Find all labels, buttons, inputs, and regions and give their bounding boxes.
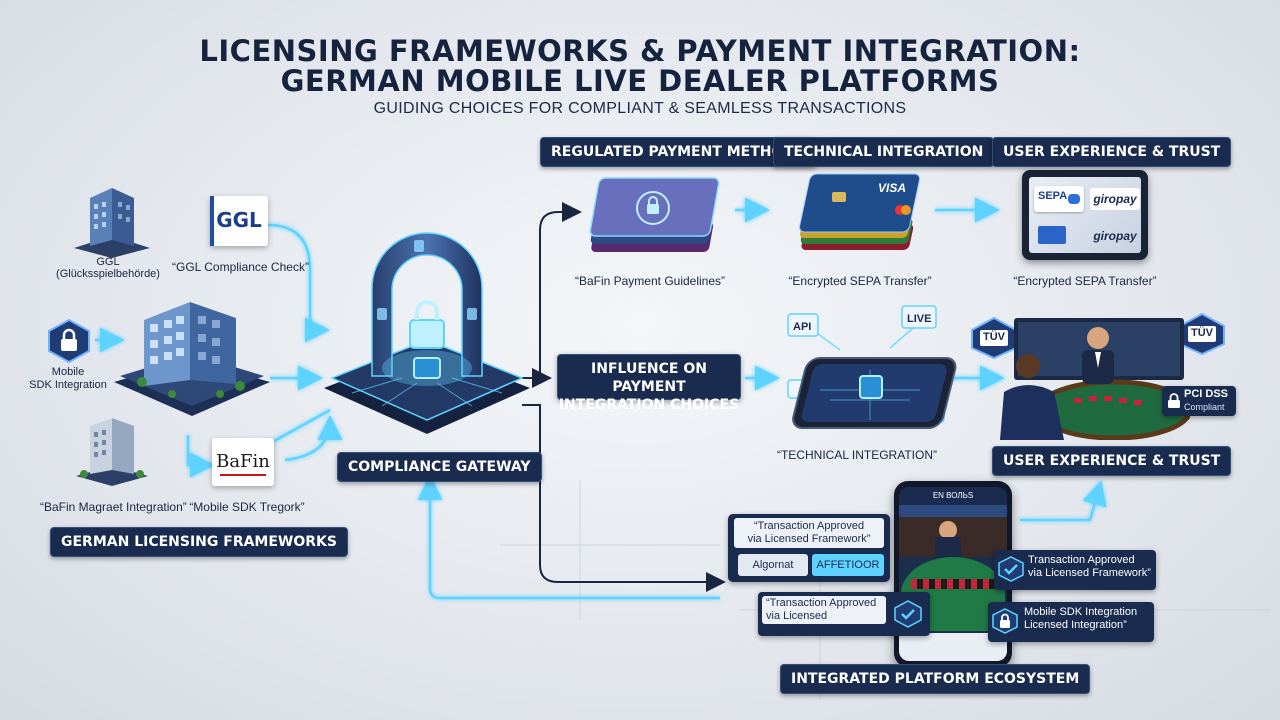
technical-integration-header: TECHNICAL INTEGRATION <box>773 137 995 167</box>
sdk-integration-badge: Mobile SDK Integration Licensed Integrat… <box>988 602 1154 642</box>
tuv-badge-left: TÜV <box>970 316 1018 360</box>
regulated-payment-methods-header: REGULATED PAYMENT METHODS <box>540 137 817 167</box>
svg-text:LIVE: LIVE <box>907 313 931 325</box>
pci-dss-badge: PCI DSS Compliant <box>1162 386 1236 416</box>
sdk-tregork-caption: “Mobile SDK Tregork” <box>189 500 305 514</box>
ggl-caption: GGL (Glücksspielbehörde) <box>56 256 160 280</box>
connector-ggl <box>267 223 330 343</box>
svg-text:API: API <box>793 321 811 333</box>
player-head <box>1016 354 1040 378</box>
affetioor-button[interactable]: AFFETIOOR <box>812 554 884 576</box>
bafin-payment-guidelines-caption: “BaFin Payment Guidelines” <box>574 274 726 288</box>
phone-header: EN ВОЛЬS <box>899 487 1007 505</box>
approved-left-badge: “Transaction Approved via Licensed Frame… <box>758 592 930 636</box>
bafin-logo: BaFin <box>212 438 274 486</box>
visa-text: VISA <box>878 181 906 195</box>
page-subtitle: GUIDING CHOICES FOR COMPLIANT & SEAMLESS… <box>373 100 907 117</box>
pci-lock-icon <box>1168 393 1180 408</box>
compliance-gateway-icon <box>324 232 530 434</box>
tablet-payment-options: SEPA giropay giropay <box>1022 170 1148 260</box>
compliance-gateway-label: COMPLIANCE GATEWAY <box>337 452 542 482</box>
bafin-integration-caption: “BaFin Magraet Integration” <box>40 500 187 514</box>
mobile-sdk-caption: Mobile SDK Integration <box>29 366 107 391</box>
lock-badge-icon <box>992 608 1018 634</box>
encrypted-sepa-caption-2: “Encrypted SEPA Transfer” <box>1013 274 1157 288</box>
visa-cards-stack-icon: VISA <box>799 173 921 250</box>
tuv-badge-right: TÜV <box>1178 312 1226 356</box>
lock-shield-icon <box>48 318 90 364</box>
german-licensing-frameworks-label: GERMAN LICENSING FRAMEWORKS <box>50 527 348 557</box>
ggl-building-icon <box>74 188 150 258</box>
user-experience-trust-label: USER EXPERIENCE & TRUST <box>992 446 1232 476</box>
licensing-hq-building-icon <box>114 302 270 416</box>
approved-right-badge: Transaction Approved via Licensed Framew… <box>994 550 1156 590</box>
payment-cards-stack-icon <box>589 177 720 252</box>
ggl-check-caption: “GGL Compliance Check” <box>172 260 309 274</box>
shield-check-icon <box>894 600 922 628</box>
phone-api-integration-icon: API LIVE <box>787 305 957 429</box>
dealer-head <box>1087 327 1109 349</box>
sepa-logo: SEPA <box>1034 186 1084 212</box>
ggl-logo: GGL <box>210 196 268 246</box>
approved-top-line2: via Licensed Framework” <box>747 533 871 545</box>
page-title-line1: LICENSING FRAMEWORKS & PAYMENT INTEGRATI… <box>199 34 1081 68</box>
page-title-line2: GERMAN MOBILE LIVE DEALER PLATFORMS <box>280 64 1000 98</box>
influence-payment-label: INFLUENCE ON PAYMENT INTEGRATION CHOICES <box>557 354 741 413</box>
technical-integration-caption: “TECHNICAL INTEGRATION” <box>776 448 937 462</box>
transaction-approved-panel: “Transaction Approved via Licensed Frame… <box>728 514 890 582</box>
integrated-platform-ecosystem-label: INTEGRATED PLATFORM ECOSYSTEM <box>780 664 1091 694</box>
user-experience-trust-header: USER EXPERIENCE & TRUST <box>992 137 1232 167</box>
bank-card-icon <box>1038 226 1066 244</box>
giropay-logo-1: giropay <box>1090 188 1140 210</box>
live-dealer-scene <box>1000 318 1190 440</box>
algornat-button[interactable]: Algornat <box>738 554 808 576</box>
shield-check-icon-right <box>998 556 1024 582</box>
bafin-building-icon <box>76 418 148 486</box>
approved-top-line1: “Transaction Approved <box>753 520 865 532</box>
encrypted-sepa-caption-1: “Encrypted SEPA Transfer” <box>788 274 932 288</box>
giropay-logo-2: giropay <box>1093 229 1137 243</box>
